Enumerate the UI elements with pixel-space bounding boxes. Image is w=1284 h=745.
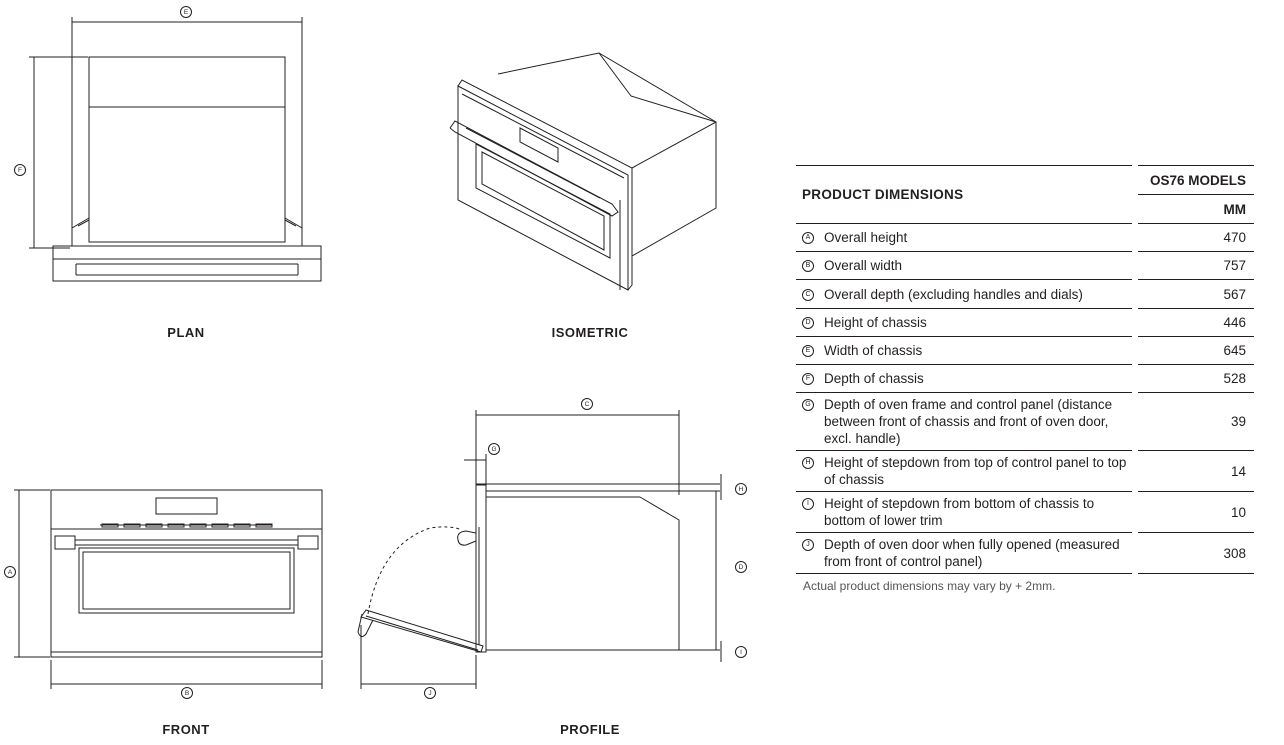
unit-header: MM bbox=[1138, 194, 1254, 224]
table-row: G Depth of oven frame and control panel (… bbox=[796, 392, 1254, 451]
dimension-value: 39 bbox=[1138, 392, 1254, 451]
dimension-label-cell: D Height of chassis bbox=[796, 308, 1132, 337]
marker-f: F bbox=[18, 167, 22, 174]
dimension-key: F bbox=[802, 373, 814, 385]
dimension-label: Height of stepdown from bottom of chassi… bbox=[824, 496, 1095, 528]
tolerance-note: Actual product dimensions may vary by + … bbox=[803, 579, 1056, 593]
dimension-label: Overall depth (excluding handles and dia… bbox=[824, 286, 1083, 302]
marker-g: G bbox=[491, 446, 496, 453]
marker-b: B bbox=[185, 690, 189, 697]
table-row: H Height of stepdown from top of control … bbox=[796, 450, 1254, 492]
dimension-label-cell: H Height of stepdown from top of control … bbox=[796, 450, 1132, 492]
dimension-key: J bbox=[802, 539, 814, 551]
dimension-markers bbox=[4, 6, 747, 699]
dimension-value: 470 bbox=[1138, 223, 1254, 252]
dimension-value: 446 bbox=[1138, 308, 1254, 337]
dimension-value: 10 bbox=[1138, 491, 1254, 533]
table-row: D Height of chassis 446 bbox=[796, 308, 1254, 337]
table-row: F Depth of chassis 528 bbox=[796, 364, 1254, 393]
profile-label: PROFILE bbox=[560, 722, 620, 737]
table-row: B Overall width 757 bbox=[796, 251, 1254, 280]
dimension-label-cell: G Depth of oven frame and control panel (… bbox=[796, 392, 1132, 451]
dimension-key: I bbox=[802, 498, 814, 510]
dimension-label: Depth of oven frame and control panel (d… bbox=[824, 397, 1113, 446]
dimension-key: H bbox=[802, 457, 814, 469]
dimensions-table: PRODUCT DIMENSIONS OS76 MODELS MM A Overa… bbox=[796, 165, 1254, 574]
dimension-label: Depth of chassis bbox=[824, 371, 924, 386]
dimension-label: Depth of oven door when fully opened (me… bbox=[824, 537, 1120, 569]
profile-view bbox=[357, 410, 722, 689]
table-row: A Overall height 470 bbox=[796, 223, 1254, 252]
dimension-label: Height of stepdown from top of control p… bbox=[824, 455, 1127, 487]
dimension-value: 645 bbox=[1138, 336, 1254, 365]
dimension-label: Overall width bbox=[824, 258, 903, 273]
dimension-label-cell: E Width of chassis bbox=[796, 336, 1132, 365]
dimension-label-cell: C Overall depth (excluding handles and di… bbox=[796, 279, 1132, 309]
front-label: FRONT bbox=[162, 722, 210, 737]
front-view bbox=[14, 489, 323, 689]
dimension-label-cell: I Height of stepdown from bottom of chass… bbox=[796, 491, 1132, 533]
dimension-label-cell: J Depth of oven door when fully opened (m… bbox=[796, 532, 1132, 574]
table-row: I Height of stepdown from bottom of chass… bbox=[796, 491, 1254, 533]
dimension-value: 308 bbox=[1138, 532, 1254, 574]
dimension-value: 528 bbox=[1138, 364, 1254, 393]
model-header: OS76 MODELS bbox=[1138, 165, 1254, 195]
dimension-key: D bbox=[802, 317, 814, 329]
dimension-value: 14 bbox=[1138, 450, 1254, 492]
dimension-label: Width of chassis bbox=[824, 343, 923, 358]
dimension-label-cell: A Overall height bbox=[796, 223, 1132, 252]
dimension-key: C bbox=[802, 288, 814, 301]
dimension-label: Overall height bbox=[824, 230, 908, 245]
dimension-value: 567 bbox=[1138, 279, 1254, 309]
dimension-key: E bbox=[802, 345, 814, 357]
marker-a: A bbox=[8, 569, 13, 576]
isometric-label: ISOMETRIC bbox=[551, 325, 629, 340]
marker-j: J bbox=[428, 690, 431, 697]
table-row: C Overall depth (excluding handles and di… bbox=[796, 279, 1254, 309]
table-title: PRODUCT DIMENSIONS bbox=[796, 165, 1132, 224]
marker-d: D bbox=[739, 564, 744, 571]
table-header-row: PRODUCT DIMENSIONS OS76 MODELS bbox=[796, 165, 1254, 224]
dimension-label-cell: F Depth of chassis bbox=[796, 364, 1132, 393]
dimension-label: Height of chassis bbox=[824, 315, 927, 330]
marker-c: C bbox=[585, 401, 590, 408]
marker-e: E bbox=[184, 9, 189, 16]
table-unit-row: MM bbox=[796, 194, 1254, 224]
table-row: J Depth of oven door when fully opened (m… bbox=[796, 532, 1254, 574]
dimension-label-cell: B Overall width bbox=[796, 251, 1132, 280]
dimension-key: G bbox=[802, 399, 814, 411]
table-row: E Width of chassis 645 bbox=[796, 336, 1254, 365]
isometric-view bbox=[449, 52, 717, 291]
dimension-key: A bbox=[802, 232, 814, 244]
plan-view bbox=[29, 17, 322, 282]
dimension-key: B bbox=[802, 260, 814, 272]
dimension-value: 757 bbox=[1138, 251, 1254, 280]
plan-label: PLAN bbox=[167, 325, 205, 340]
marker-h: H bbox=[739, 486, 744, 493]
marker-i: I bbox=[740, 649, 742, 656]
